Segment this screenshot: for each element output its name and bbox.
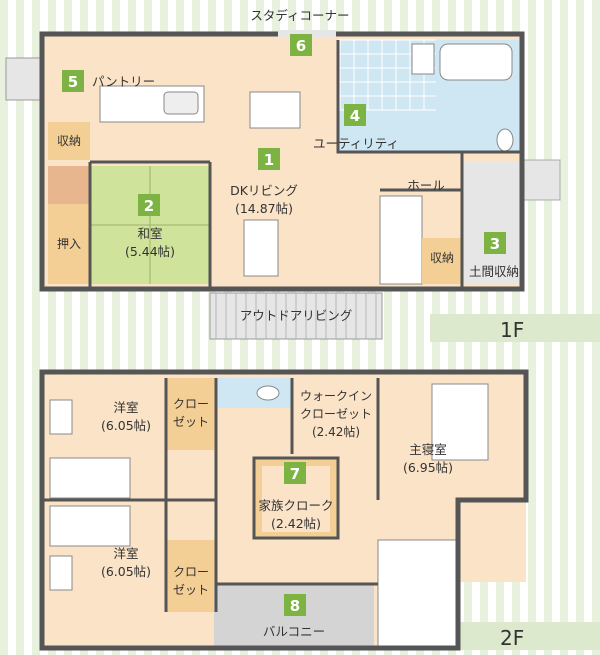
- floor-band-1f: [430, 314, 600, 342]
- walk-in-closet-label-a: ウォークイン: [300, 389, 372, 403]
- stripe: [96, 0, 104, 655]
- genkan: [462, 162, 522, 284]
- deck-slats: [215, 293, 377, 339]
- stripe: [176, 0, 184, 655]
- floor-2f: [39, 369, 529, 651]
- oshiire-label: 押入: [57, 237, 81, 251]
- bathtub: [439, 43, 513, 81]
- stripe: [144, 0, 152, 655]
- family-cloak-badge: [284, 462, 306, 484]
- doma-storage-name: 土間収納: [469, 264, 519, 279]
- wall-1f: [39, 31, 525, 292]
- tokonoma: [48, 166, 90, 204]
- kitchen-sink: [163, 91, 199, 115]
- stripe: [32, 0, 40, 655]
- stripe: [160, 0, 168, 655]
- stripe: [384, 0, 392, 655]
- closet-lower: [166, 540, 216, 612]
- storage-under-stair-label: 収納: [430, 251, 454, 265]
- washer: [411, 43, 435, 75]
- hall-label: ホール: [407, 178, 445, 193]
- closet-1-label-a: クロー: [173, 397, 209, 411]
- pantry-name: パントリー: [92, 74, 155, 89]
- family-cloak-size: (2.42帖): [271, 516, 321, 531]
- storage-under-stair: [422, 238, 462, 284]
- stripe: [80, 0, 88, 655]
- dk-living-name: DKリビング: [230, 183, 298, 198]
- western-room-1-name: 洋室: [113, 400, 138, 415]
- family-cloak-name: 家族クローク: [258, 498, 333, 513]
- toilet-room-2f: [218, 378, 292, 408]
- dk-living-badge-number: 1: [264, 151, 274, 169]
- balcony-badge: [284, 594, 306, 616]
- stripe: [416, 0, 424, 655]
- doma-storage-badge-number: 3: [490, 235, 500, 253]
- stairs-1f: [379, 195, 423, 285]
- entrance-tiles: [521, 159, 561, 201]
- closet-2-label-b: ゼット: [173, 583, 209, 597]
- bed-western-1: [49, 457, 131, 499]
- floor-label-2f: 2F: [500, 626, 524, 650]
- washitsu-name: 和室: [137, 226, 162, 241]
- toilet: [496, 128, 514, 152]
- study-corner-name: スタディコーナー: [250, 8, 349, 23]
- balcony-name: バルコニー: [263, 624, 325, 639]
- dk-living-size: (14.87帖): [235, 201, 293, 216]
- western-room-1-size: (6.05帖): [101, 418, 151, 433]
- oshiire: [48, 204, 90, 284]
- sofa: [243, 219, 279, 277]
- washitsu-size: (5.44帖): [125, 244, 175, 259]
- walk-in-closet-size: (2.42帖): [312, 424, 360, 439]
- walk-in-closet: [292, 378, 378, 454]
- stripe: [64, 0, 72, 655]
- walk-in-closet-label-b: クローゼット: [300, 407, 372, 421]
- stripe: [128, 0, 136, 655]
- stripe: [400, 0, 408, 655]
- balcony-badge-number: 8: [290, 597, 300, 615]
- pantry-badge-number: 5: [68, 73, 78, 91]
- pantry-badge: [62, 70, 84, 92]
- dining-table: [249, 91, 301, 129]
- bed-western-2: [49, 505, 131, 547]
- closet-1-label-b: ゼット: [173, 415, 209, 429]
- porch-1f: [5, 57, 43, 101]
- doma-storage-badge: [484, 232, 506, 254]
- western-room-2-name: 洋室: [113, 546, 138, 561]
- outdoor-living-label: アウトドアリビング: [240, 308, 353, 323]
- desk-2: [49, 555, 73, 591]
- study-corner-badge: [290, 34, 312, 56]
- utility-badge: [344, 104, 366, 126]
- wall-2f: [39, 369, 529, 651]
- stairs-2f: [377, 539, 459, 647]
- stripe: [16, 0, 24, 655]
- stripe: [192, 0, 200, 655]
- family-cloak-badge-number: 7: [290, 465, 300, 483]
- utility-badge-number: 4: [350, 107, 360, 125]
- bed-master: [431, 383, 489, 461]
- master-bedroom-size: (6.95帖): [403, 460, 453, 475]
- stripe: [112, 0, 120, 655]
- floor-1f: [5, 30, 561, 340]
- utility-name: ユーティリティ: [313, 136, 399, 151]
- stripe: [48, 0, 56, 655]
- dk-living-badge: [258, 148, 280, 170]
- study-corner-badge-number: 6: [296, 37, 306, 55]
- storage-1f: [48, 122, 90, 160]
- western-room-2-size: (6.05帖): [101, 564, 151, 579]
- closet-2-label-a: クロー: [173, 565, 209, 579]
- stripe: [0, 0, 8, 655]
- storage-1f-label: 収納: [57, 134, 81, 148]
- washitsu-badge-number: 2: [144, 197, 154, 215]
- closet-upper: [166, 378, 216, 450]
- toilet-2f: [256, 385, 280, 401]
- master-bedroom-name: 主寝室: [409, 442, 447, 457]
- floor-label-1f: 1F: [500, 318, 524, 342]
- desk-1: [49, 399, 73, 435]
- washitsu-badge: [138, 194, 160, 216]
